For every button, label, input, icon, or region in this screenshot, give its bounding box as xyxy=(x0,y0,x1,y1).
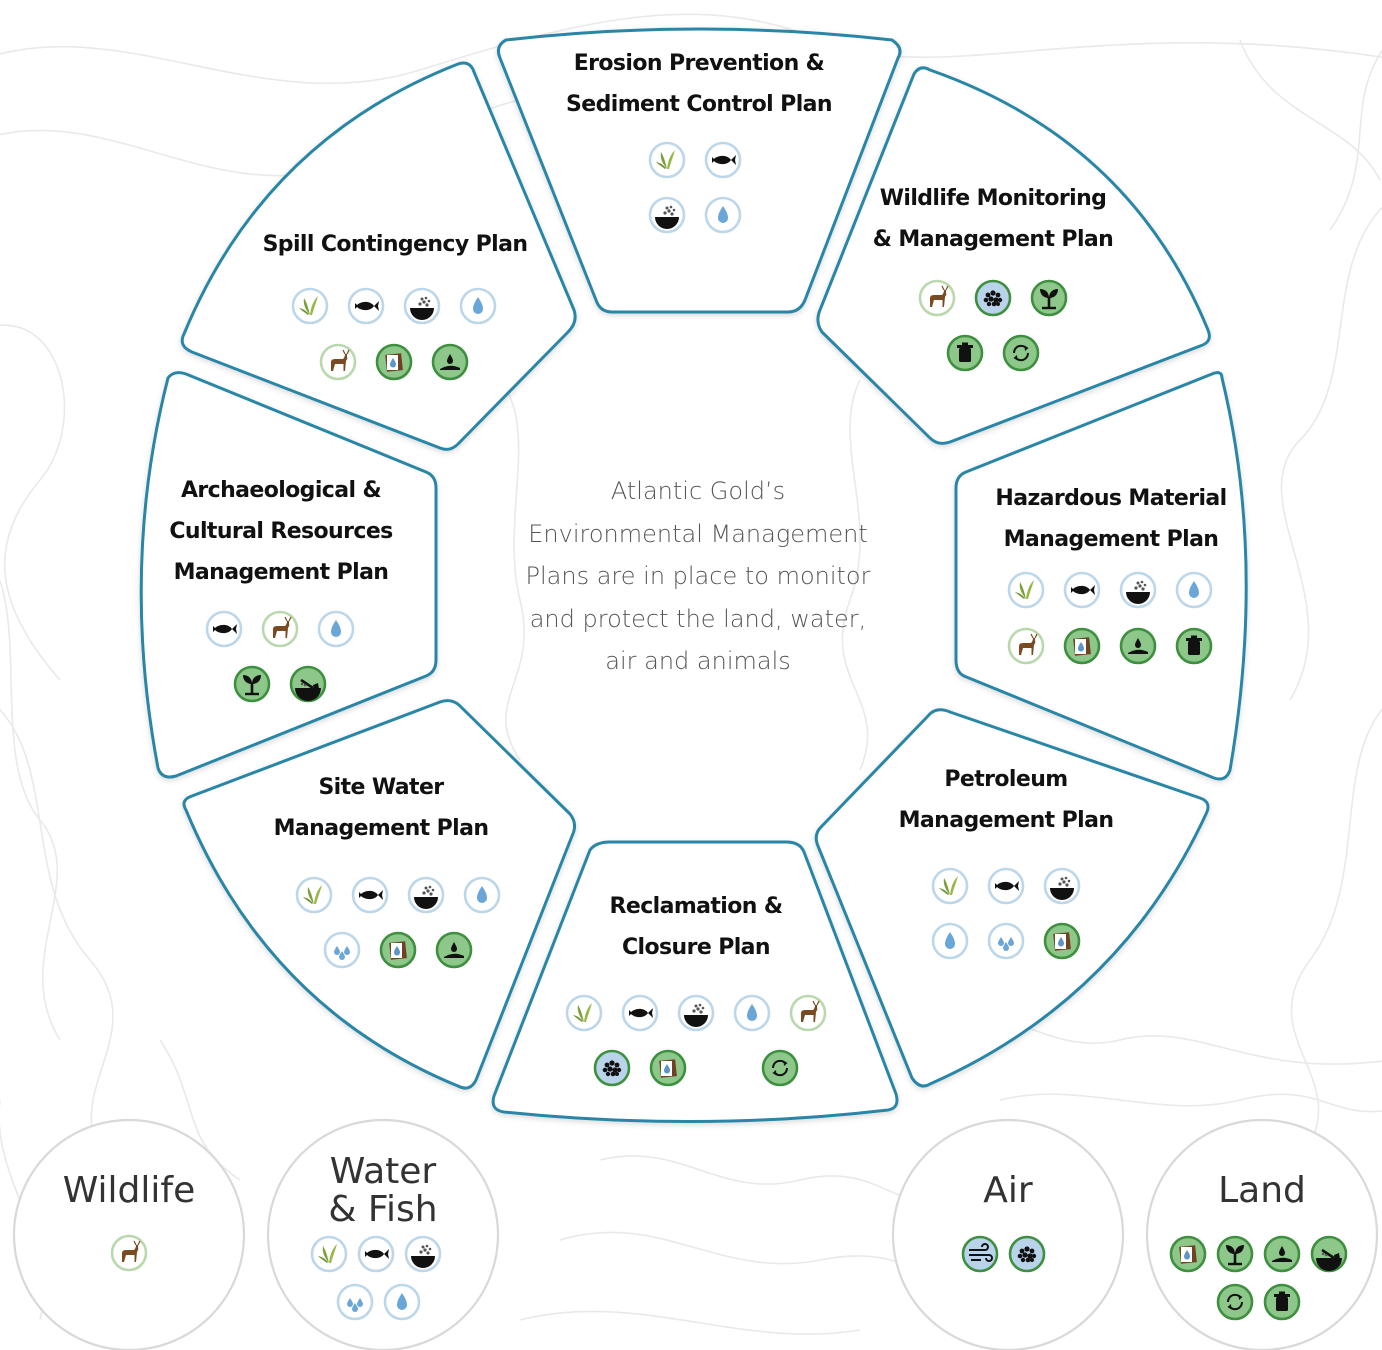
grass-icon xyxy=(291,287,329,325)
panel-erosion xyxy=(497,27,902,314)
sediment-icon xyxy=(1119,571,1157,609)
panel-hazardous xyxy=(954,371,1248,781)
water-drop-icon xyxy=(1175,571,1213,609)
grass-icon xyxy=(648,141,686,179)
rain-icon xyxy=(336,1283,374,1321)
water-drop-icon xyxy=(931,922,969,960)
category-title-land: Land xyxy=(1218,1170,1306,1211)
deer-icon xyxy=(319,343,357,381)
recycle-icon xyxy=(1002,334,1040,372)
ground-drop-icon xyxy=(435,931,473,969)
deer-icon xyxy=(789,994,827,1032)
fish-icon xyxy=(205,610,243,648)
soil-water-icon xyxy=(1063,627,1101,665)
sediment-icon xyxy=(407,876,445,914)
fish-icon xyxy=(987,867,1025,905)
dust-icon xyxy=(1008,1235,1046,1273)
deer-icon xyxy=(110,1234,148,1272)
ground-drop-icon xyxy=(431,343,469,381)
ground-drop-icon xyxy=(1119,627,1157,665)
soil-water-icon xyxy=(379,931,417,969)
water-drop-icon xyxy=(463,876,501,914)
shovel-icon xyxy=(1310,1235,1348,1273)
fish-icon xyxy=(704,141,742,179)
category-water-fish-circle xyxy=(266,1118,500,1350)
panel-reclamation xyxy=(491,840,899,1123)
plant-icon xyxy=(233,665,271,703)
category-land-circle xyxy=(1145,1118,1379,1350)
sediment-icon xyxy=(404,1235,442,1273)
plan-title-spill: Spill Contingency Plan xyxy=(262,232,528,257)
deer-icon xyxy=(918,279,956,317)
recycle-icon xyxy=(761,1049,799,1087)
recycle-icon xyxy=(1216,1283,1254,1321)
panel-archaeological xyxy=(139,371,438,779)
water-drop-icon xyxy=(383,1283,421,1321)
grass-icon xyxy=(310,1235,348,1273)
waste-bin-icon xyxy=(1263,1283,1301,1321)
grass-icon xyxy=(295,876,333,914)
grass-icon xyxy=(931,867,969,905)
ground-drop-icon xyxy=(1263,1235,1301,1273)
waste-bin-icon xyxy=(1175,627,1213,665)
water-drop-icon xyxy=(317,610,355,648)
plan-title-wildlife-monitoring: Wildlife Monitoring& Management Plan xyxy=(872,186,1114,252)
grass-icon xyxy=(1007,571,1045,609)
water-drop-icon xyxy=(459,287,497,325)
fish-icon xyxy=(357,1235,395,1273)
rain-icon xyxy=(987,922,1025,960)
sediment-icon xyxy=(403,287,441,325)
category-title-water-fish: Water& Fish xyxy=(328,1151,438,1230)
sediment-icon xyxy=(1043,867,1081,905)
plan-title-erosion: Erosion Prevention &Sediment Control Pla… xyxy=(566,51,833,117)
sediment-icon xyxy=(648,196,686,234)
sediment-icon xyxy=(677,994,715,1032)
soil-water-icon xyxy=(1043,922,1081,960)
soil-water-icon xyxy=(375,343,413,381)
center-description: Atlantic Gold’s Environmental Management… xyxy=(525,477,871,675)
water-drop-icon xyxy=(733,994,771,1032)
category-air-circle xyxy=(891,1118,1125,1350)
shovel-icon xyxy=(289,665,327,703)
grass-icon xyxy=(565,994,603,1032)
fish-icon xyxy=(1063,571,1101,609)
soil-water-icon xyxy=(1169,1235,1207,1273)
wind-icon xyxy=(961,1235,999,1273)
water-drop-icon xyxy=(704,196,742,234)
rain-icon xyxy=(323,931,361,969)
fish-icon xyxy=(347,287,385,325)
soil-water-icon xyxy=(649,1049,687,1087)
plant-icon xyxy=(1030,279,1068,317)
panel-spill xyxy=(180,61,577,451)
plant-icon xyxy=(1216,1235,1254,1273)
dust-icon xyxy=(593,1049,631,1087)
waste-bin-icon xyxy=(946,334,984,372)
dust-icon xyxy=(974,279,1012,317)
category-title-air: Air xyxy=(983,1170,1033,1211)
fish-icon xyxy=(351,876,389,914)
deer-icon xyxy=(1007,627,1045,665)
deer-icon xyxy=(261,610,299,648)
panel-wildlife-monitoring xyxy=(816,66,1211,445)
category-title-wildlife: Wildlife xyxy=(62,1170,196,1211)
plan-title-reclamation: Reclamation &Closure Plan xyxy=(609,894,784,960)
fish-icon xyxy=(621,994,659,1032)
